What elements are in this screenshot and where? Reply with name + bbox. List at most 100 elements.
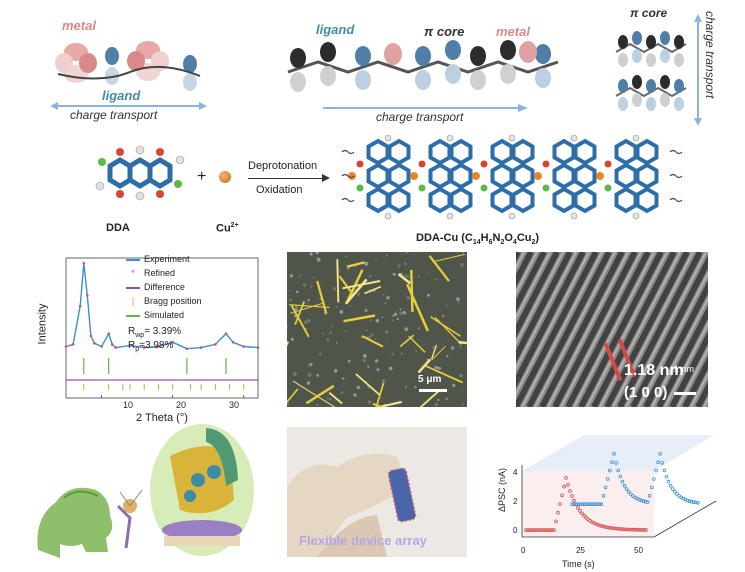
particle bbox=[415, 350, 418, 353]
benzene-ring bbox=[635, 138, 659, 166]
epsc-blue-point bbox=[668, 483, 673, 488]
epsc-blue-point bbox=[656, 460, 660, 464]
epsc-blue-point bbox=[641, 499, 646, 503]
schematic-middle: ligand π core metal charge transport bbox=[278, 10, 578, 125]
schematic-right: π core charge transport bbox=[610, 4, 740, 128]
epsc-plot: ΔPSC (nA) Time (s) 0 2 4 0 25 50 bbox=[494, 425, 719, 570]
benzene-ring bbox=[614, 186, 638, 214]
particle bbox=[316, 374, 319, 377]
epsc-red-point bbox=[642, 528, 646, 532]
particle bbox=[432, 345, 435, 349]
hydrogen-atom bbox=[632, 134, 640, 142]
epsc-red-point bbox=[532, 528, 536, 532]
label-ligand: ligand bbox=[316, 22, 355, 37]
epsc-red-point bbox=[600, 524, 604, 528]
refined-point bbox=[82, 262, 86, 265]
particle bbox=[413, 253, 415, 256]
lattice-fringe-bright bbox=[560, 252, 642, 407]
crystal-needle bbox=[430, 344, 438, 360]
epsc-blue-point bbox=[675, 492, 679, 496]
label-ligand: ligand bbox=[102, 88, 141, 103]
epsc-ytick-0: 0 bbox=[513, 526, 518, 535]
particle bbox=[331, 324, 334, 327]
epsc-red-point bbox=[612, 526, 616, 531]
particle bbox=[404, 327, 409, 332]
device-photo: Flexible device array bbox=[287, 427, 467, 557]
particle bbox=[307, 298, 310, 302]
particle bbox=[385, 330, 389, 334]
epsc-blue-point bbox=[650, 485, 654, 490]
xrd-legend: Experiment *Refined Difference |Bragg po… bbox=[126, 252, 202, 322]
particle bbox=[367, 400, 372, 404]
xrd-rp: Rp=3.98% bbox=[128, 340, 174, 353]
particle bbox=[364, 261, 369, 266]
experiment-line bbox=[65, 263, 259, 350]
epsc-xtick-50: 50 bbox=[634, 546, 643, 555]
crystal-needle bbox=[458, 340, 467, 345]
benzene-ring bbox=[490, 186, 514, 214]
epsc-ytick-2: 2 bbox=[513, 497, 518, 506]
benzene-ring bbox=[366, 162, 390, 190]
label-pi-core: π core bbox=[630, 6, 668, 20]
epsc-red-point bbox=[584, 515, 588, 520]
particle bbox=[329, 398, 332, 400]
lattice-fringe bbox=[591, 252, 677, 407]
particle bbox=[450, 346, 455, 350]
particle bbox=[288, 289, 291, 291]
micrograph-background bbox=[287, 252, 467, 407]
particle bbox=[295, 290, 299, 294]
particle bbox=[347, 359, 351, 363]
lattice-fringe-bright bbox=[516, 252, 590, 396]
particle bbox=[404, 274, 408, 278]
particle bbox=[456, 297, 460, 301]
label-charge-transport-vertical: charge transport bbox=[703, 11, 717, 99]
particle bbox=[435, 278, 438, 281]
epsc-red-point bbox=[576, 506, 580, 510]
legend-difference: Difference bbox=[126, 280, 202, 294]
particle bbox=[428, 272, 431, 274]
epsc-blue-point bbox=[624, 487, 629, 491]
benzene-ring bbox=[490, 162, 514, 190]
refined-point bbox=[100, 345, 103, 348]
copper-atom bbox=[472, 172, 480, 180]
refined-point bbox=[185, 347, 189, 350]
epsc-red-point bbox=[608, 526, 612, 530]
xrd-xtick-10: 10 bbox=[123, 400, 134, 410]
epsc-red-point bbox=[538, 528, 542, 532]
particle bbox=[340, 391, 344, 395]
particle bbox=[459, 373, 463, 378]
epsc-red-point bbox=[610, 526, 614, 530]
product-suffix: ) bbox=[535, 232, 540, 244]
chain-continuation bbox=[341, 149, 355, 155]
benzene-ring bbox=[573, 138, 597, 166]
chain-continuation bbox=[341, 173, 355, 179]
epsc-red-point bbox=[636, 528, 640, 532]
refined-point bbox=[242, 345, 246, 348]
particle bbox=[309, 362, 313, 366]
lattice-fringe-bright bbox=[516, 252, 551, 321]
epsc-blue-point bbox=[612, 451, 616, 456]
copper-atom bbox=[410, 172, 418, 180]
particle bbox=[319, 298, 322, 300]
particle bbox=[381, 397, 383, 399]
reaction-arrow bbox=[248, 178, 326, 179]
condition-bottom: Oxidation bbox=[256, 184, 303, 196]
epsc-blue-point bbox=[652, 477, 656, 481]
particle bbox=[367, 365, 370, 368]
lattice-fringe-bright bbox=[516, 252, 564, 346]
particle bbox=[316, 257, 319, 259]
refined-point bbox=[93, 342, 96, 345]
epsc-xlabel: Time (s) bbox=[562, 559, 595, 569]
crystal-needle bbox=[406, 283, 430, 332]
oxygen-atom bbox=[356, 160, 364, 168]
particle bbox=[386, 296, 390, 300]
crystal-needle bbox=[428, 255, 450, 282]
particle bbox=[418, 276, 420, 278]
epsc-red-point bbox=[546, 528, 550, 532]
crystal-needle bbox=[399, 334, 415, 348]
product-n: N bbox=[492, 232, 501, 244]
refined-point bbox=[231, 341, 235, 344]
epsc-red-point bbox=[536, 528, 540, 532]
epsc-blue-point bbox=[685, 498, 690, 503]
lattice-fringe bbox=[516, 252, 573, 364]
